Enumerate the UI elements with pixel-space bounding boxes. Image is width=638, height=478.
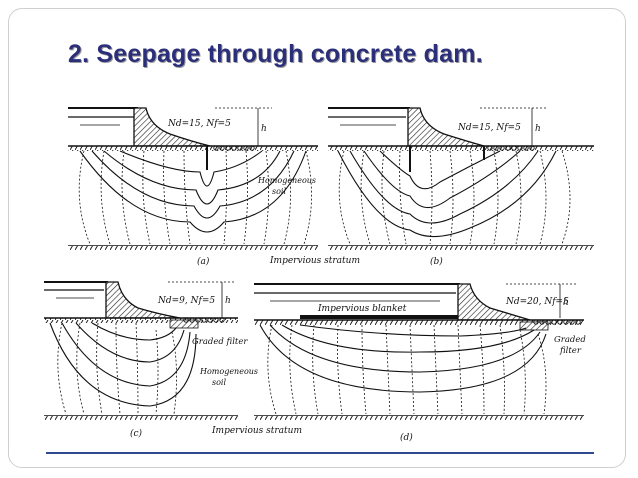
head-label-b: h [535,124,541,134]
params-label-c: Nd=9, Nf=5 [157,296,215,306]
params-label-b: Nd=15, Nf=5 [457,123,521,133]
soil-label-c-line2: soil [212,378,226,387]
concrete-dam-d [457,283,531,321]
blanket-label-d: Impervious blanket [317,304,407,314]
slide-frame [8,8,626,468]
params-label-d: Nd=20, Nf=5 [505,297,569,307]
impervious-blanket [300,315,458,319]
stratum-label-bottom: Impervious stratum [211,426,302,436]
bottom-rule [46,452,594,454]
caption-b: (b) [430,256,443,267]
caption-c: (c) [130,428,143,439]
filter-label-d-line1: Graded [554,335,586,345]
stratum-label-top: Impervious stratum [269,256,360,266]
head-label-d: h [563,298,569,308]
concrete-dam-a [133,107,211,147]
filter-label-d-line2: filter [559,346,582,356]
diagram-a: h [68,107,318,267]
soil-label-a-line2: soil [272,187,286,196]
concrete-dam-b [407,107,485,147]
head-label-c: h [225,296,231,306]
ground-surface-a [68,146,318,151]
soil-label-a-line1: Homogeneous [257,176,316,185]
params-label-a: Nd=15, Nf=5 [167,119,231,129]
filter-label-c: Graded filter [192,337,248,347]
caption-d: (d) [400,432,413,443]
diagram-b: h Nd= [328,107,594,267]
soil-label-c-line1: Homogeneous [199,367,258,376]
head-label-a: h [261,124,267,134]
caption-a: (a) [197,256,210,267]
diagram-d: h [254,283,586,443]
concrete-dam-c [105,281,181,319]
diagram-c: h Nd=9, Nf=5 Graded filter [44,281,258,439]
slide-title: 2. Seepage through concrete dam. [68,40,483,68]
